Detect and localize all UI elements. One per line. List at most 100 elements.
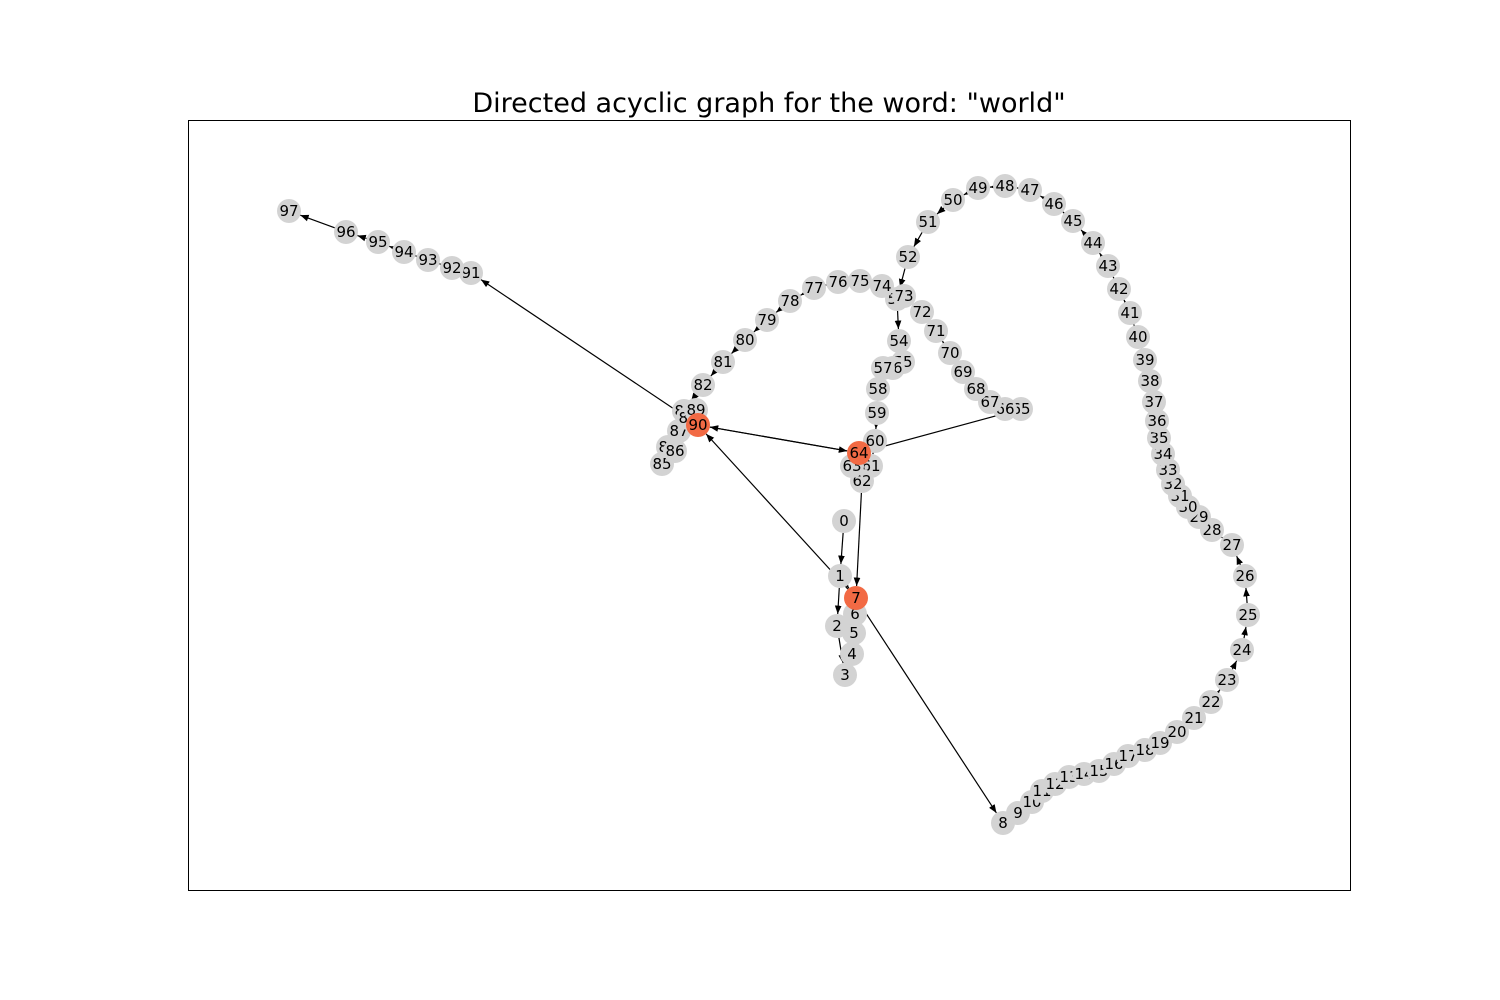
node-circle-48 [993,174,1017,198]
node-circle-24 [1230,638,1254,662]
node-label-36: 36 [1147,412,1166,430]
node-70: 70 [938,341,962,365]
node-36: 36 [1145,409,1169,433]
node-97: 97 [277,199,301,223]
edge-94-95 [388,245,399,253]
node-circle-76 [826,270,850,294]
node-label-42: 42 [1109,280,1128,298]
node-label-73: 73 [894,287,913,305]
node-label-82: 82 [693,376,712,394]
node-5: 5 [842,621,866,645]
node-label-47: 47 [1020,181,1039,199]
node-circle-39 [1133,348,1157,372]
node-49: 49 [966,176,990,200]
node-label-77: 77 [804,279,823,297]
edge-24-25 [1241,626,1248,639]
node-label-86: 86 [665,442,684,460]
node-circle-46 [1042,192,1066,216]
node-label-3: 3 [840,666,850,684]
edge-70-71 [941,340,950,351]
node-label-41: 41 [1120,304,1139,322]
node-91: 91 [459,261,483,285]
node-96: 96 [334,220,358,244]
node-80: 80 [733,328,757,352]
node-circle-72 [910,300,934,324]
node-label-46: 46 [1044,195,1063,213]
node-label-70: 70 [940,344,959,362]
edge-26-27 [1236,555,1243,566]
node-label-6: 6 [850,605,860,623]
node-40: 40 [1126,325,1150,349]
node-label-68: 68 [966,380,985,398]
node-44: 44 [1081,231,1105,255]
node-circle-58 [866,377,890,401]
node-label-8: 8 [998,814,1008,832]
node-27: 27 [1220,533,1244,557]
node-circle-36 [1145,409,1169,433]
node-78: 78 [778,289,802,313]
node-circle-0 [832,509,856,533]
node-25: 25 [1236,603,1260,627]
node-label-57: 57 [873,359,892,377]
node-57: 57 [871,356,895,380]
node-circle-69 [951,360,975,384]
node-73: 73 [892,284,916,308]
node-circle-3 [833,663,857,687]
node-circle-54 [887,329,911,353]
node-label-97: 97 [279,202,298,220]
edge-23-24 [1229,660,1238,670]
node-circle-22 [1199,690,1223,714]
node-circle-50 [941,188,965,212]
node-47: 47 [1018,178,1042,202]
edge-77-78 [800,288,810,296]
node-93: 93 [416,248,440,272]
node-92: 92 [440,256,464,280]
edge-95-96 [357,234,367,242]
node-circle-40 [1126,325,1150,349]
node-label-49: 49 [968,179,987,197]
node-label-78: 78 [780,292,799,310]
node-label-60: 60 [865,432,884,450]
edge-7-90 [705,433,849,590]
node-circle-45 [1061,209,1085,233]
node-label-39: 39 [1135,351,1154,369]
node-circle-73 [892,284,916,308]
node-94: 94 [392,240,416,264]
node-72: 72 [910,300,934,324]
plot-frame [188,120,1351,891]
node-86: 86 [663,439,687,463]
node-circle-44 [1081,231,1105,255]
node-label-1: 1 [835,567,845,585]
node-38: 38 [1138,369,1162,393]
edge-80-81 [731,345,740,354]
node-label-67: 67 [980,393,999,411]
node-39: 39 [1133,348,1157,372]
node-circle-49 [966,176,990,200]
node-circle-4 [840,642,864,666]
edge-46-47 [1040,195,1050,204]
edge-44-45 [1080,229,1090,239]
node-circle-90 [686,413,710,437]
node-circle-25 [1236,603,1260,627]
node-circle-52 [896,245,920,269]
edge-7-8 [862,607,997,814]
node-circle-75 [848,269,872,293]
node-90: 90 [686,413,710,437]
node-circle-19 [1148,731,1172,755]
node-label-96: 96 [336,223,355,241]
node-circle-71 [924,319,948,343]
node-75: 75 [848,269,872,293]
node-label-54: 54 [889,332,908,350]
edge-53-54 [894,310,902,330]
node-label-44: 44 [1083,234,1102,252]
node-label-23: 23 [1217,671,1236,689]
edge-64-90 [709,425,848,452]
node-label-22: 22 [1201,693,1220,711]
node-label-75: 75 [850,272,869,290]
node-label-24: 24 [1232,641,1251,659]
node-4: 4 [840,642,864,666]
node-circle-64 [847,441,871,465]
node-circle-95 [366,230,390,254]
node-circle-23 [1215,668,1239,692]
edge-25-26 [1243,587,1250,604]
